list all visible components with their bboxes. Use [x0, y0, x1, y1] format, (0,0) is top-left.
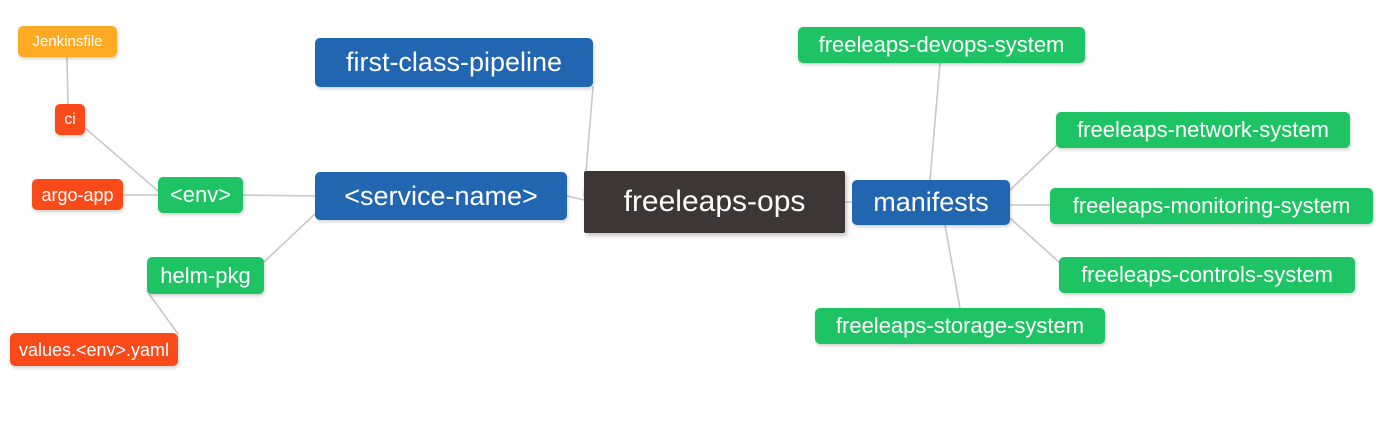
- edge-service-helm: [263, 213, 316, 263]
- edge-helm-values: [146, 290, 179, 335]
- node-first-class-pipeline[interactable]: first-class-pipeline: [315, 38, 593, 87]
- edge-manifests-storage: [944, 224, 961, 309]
- node-jenkinsfile[interactable]: Jenkinsfile: [18, 26, 117, 57]
- node-label-env: <env>: [169, 182, 232, 207]
- node-values-env-yaml[interactable]: values.<env>.yaml: [10, 333, 178, 366]
- node-label-service-name: <service-name>: [344, 180, 538, 211]
- node-argo-app[interactable]: argo-app: [32, 179, 123, 210]
- node-label-freeleaps-controls-system: freeleaps-controls-system: [1081, 262, 1333, 287]
- node-freeleaps-devops-system[interactable]: freeleaps-devops-system: [798, 27, 1085, 63]
- node-freeleaps-monitoring-system[interactable]: freeleaps-monitoring-system: [1050, 188, 1373, 224]
- node-env[interactable]: <env>: [158, 177, 243, 213]
- node-label-ci: ci: [64, 110, 76, 128]
- node-freeleaps-storage-system[interactable]: freeleaps-storage-system: [815, 308, 1105, 344]
- node-label-values-env-yaml: values.<env>.yaml: [18, 339, 170, 360]
- node-label-freeleaps-devops-system: freeleaps-devops-system: [818, 32, 1065, 57]
- node-label-freeleaps-network-system: freeleaps-network-system: [1077, 117, 1329, 142]
- node-freeleaps-network-system[interactable]: freeleaps-network-system: [1056, 112, 1350, 148]
- node-ci[interactable]: ci: [55, 104, 85, 135]
- edge-manifests-controls: [1009, 217, 1060, 263]
- node-freeleaps-ops[interactable]: freeleaps-ops: [584, 171, 845, 233]
- edge-ci-jenkinsfile: [66, 56, 69, 105]
- node-label-first-class-pipeline: first-class-pipeline: [345, 47, 563, 77]
- edge-ops-service: [566, 195, 585, 201]
- edge-service-env: [242, 194, 316, 197]
- node-label-manifests: manifests: [873, 187, 989, 217]
- node-label-freeleaps-storage-system: freeleaps-storage-system: [835, 313, 1085, 338]
- node-label-freeleaps-ops: freeleaps-ops: [623, 185, 806, 218]
- edge-manifests-devops: [929, 62, 941, 181]
- node-freeleaps-controls-system[interactable]: freeleaps-controls-system: [1059, 257, 1355, 293]
- node-service-name[interactable]: <service-name>: [315, 172, 567, 220]
- node-manifests[interactable]: manifests: [852, 180, 1010, 225]
- node-label-jenkinsfile: Jenkinsfile: [32, 33, 103, 50]
- node-label-argo-app: argo-app: [41, 184, 114, 205]
- edge-manifests-network: [1009, 145, 1057, 191]
- node-helm-pkg[interactable]: helm-pkg: [147, 257, 264, 294]
- node-label-helm-pkg: helm-pkg: [160, 262, 251, 288]
- node-label-freeleaps-monitoring-system: freeleaps-monitoring-system: [1072, 193, 1351, 218]
